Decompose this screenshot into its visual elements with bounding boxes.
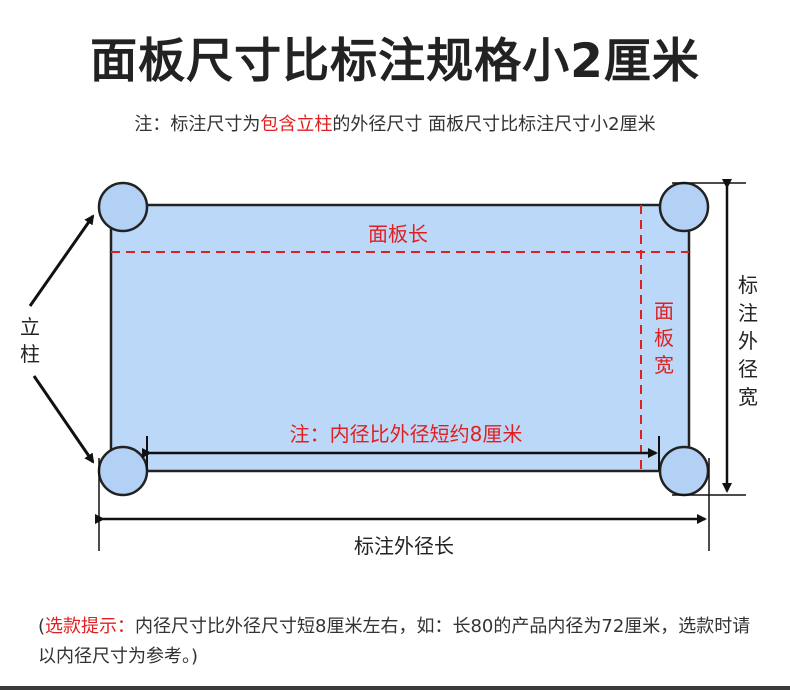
selection-tip: (选款提示：内径尺寸比外径尺寸短8厘米左右，如：长80的产品内径为72厘米，选款… xyxy=(38,612,758,672)
post-bottom-left xyxy=(97,445,149,497)
post-top-left xyxy=(97,181,149,233)
inner-outer-note: 注：内径比外径短约8厘米 xyxy=(290,422,523,446)
note-suffix: 的外径尺寸 面板尺寸比标注尺寸小2厘米 xyxy=(332,114,656,135)
outer-width-label-3: 外 xyxy=(738,329,758,353)
tip-open-paren: ( xyxy=(38,616,46,637)
outer-width-label-1: 标 xyxy=(738,273,758,297)
panel-width-label-2: 板 xyxy=(654,326,674,350)
post-arrow-bottom xyxy=(32,375,95,464)
post-label-2: 柱 xyxy=(20,342,40,366)
post-bottom-right xyxy=(658,445,710,497)
page-title: 面板尺寸比标注规格小2厘米 xyxy=(90,34,700,89)
post-top-right xyxy=(658,181,710,233)
dimension-note: 注：标注尺寸为包含立柱的外径尺寸 面板尺寸比标注尺寸小2厘米 xyxy=(0,110,790,136)
panel-length-label: 面板长 xyxy=(368,222,428,246)
post-label-1: 立 xyxy=(20,315,40,339)
panel-width-label-1: 面 xyxy=(654,299,674,323)
outer-width-label-2: 注 xyxy=(738,301,758,325)
post-arrow-top xyxy=(28,214,95,307)
outer-width-label-5: 宽 xyxy=(738,385,758,409)
outer-width-label-4: 径 xyxy=(738,357,758,381)
note-highlight: 包含立柱 xyxy=(260,114,333,135)
note-prefix: 注：标注尺寸为 xyxy=(134,114,261,135)
tip-label: 选款提示： xyxy=(45,616,136,637)
panel-width-label-3: 宽 xyxy=(654,353,674,377)
tip-text: 内径尺寸比外径尺寸短8厘米左右，如：长80的产品内径为72厘米，选款时请以内径尺… xyxy=(38,616,751,667)
bottom-divider xyxy=(0,686,790,690)
panel-rect xyxy=(109,203,691,473)
outer-length-label: 标注外径长 xyxy=(354,534,454,558)
